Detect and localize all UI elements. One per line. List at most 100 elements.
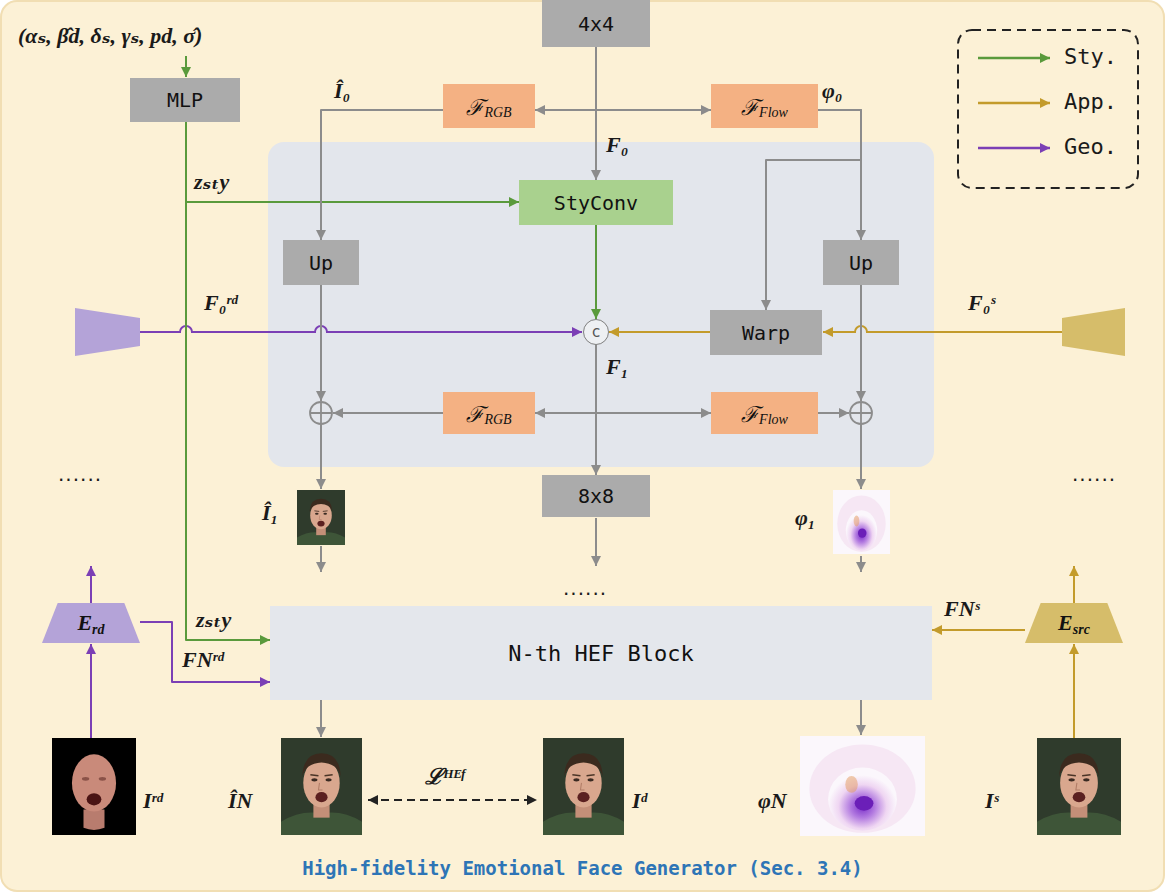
warp-box: Warp — [710, 310, 822, 355]
node-text: ℱ — [466, 91, 484, 121]
flow-label: φN — [758, 788, 787, 814]
render-image — [52, 738, 136, 835]
feature-label: F₀ˢ — [968, 290, 996, 316]
upsample-box: Up — [823, 240, 899, 285]
concat-circle: c — [583, 319, 609, 345]
node-text: ℱ — [466, 398, 484, 428]
connectors — [140, 47, 1025, 682]
appearance-wire — [823, 326, 1062, 332]
flow-image — [833, 490, 890, 554]
ellipsis: ...... — [1072, 462, 1116, 486]
node-text: N-th HEF Block — [508, 641, 693, 666]
node-text: c — [592, 323, 600, 341]
upsample-box: Up — [283, 240, 359, 285]
resolution-box: 8x8 — [542, 475, 650, 517]
edge-label: F₁ — [606, 354, 628, 380]
face-image — [297, 490, 345, 545]
connector — [186, 122, 270, 640]
encoder-input — [90, 644, 92, 738]
node-text: Warp — [742, 321, 790, 345]
connector — [535, 47, 596, 110]
connector — [595, 225, 597, 319]
encoder-trapezoid: Esrc — [1025, 603, 1123, 643]
node-text: 4x4 — [578, 12, 614, 36]
edge-label: FNʳᵈ — [182, 647, 224, 673]
flow-label: φ₁ — [795, 505, 816, 531]
legend-arrow — [978, 57, 1050, 60]
edge-label: Î₀ — [334, 78, 350, 104]
encoder-symbol — [75, 308, 140, 356]
legend-box — [958, 30, 1138, 188]
flow-head: ℱFlow — [711, 84, 818, 128]
ellipsis: ...... — [58, 462, 102, 486]
connector — [596, 345, 711, 413]
geometry-wire — [140, 326, 582, 332]
image-label: Iʳᵈ — [143, 788, 163, 814]
ellipsis: ...... — [563, 576, 607, 600]
node-text: E — [1058, 610, 1073, 636]
add-symbol — [850, 402, 872, 424]
image-label: Iᵈ — [632, 788, 647, 814]
legend-text: App. — [1064, 89, 1117, 114]
connector — [932, 629, 1025, 631]
encoder-trapezoid: Erd — [42, 603, 140, 643]
image-label: ÎN — [228, 788, 252, 814]
edge-label: F₀ — [606, 132, 628, 158]
encoder-symbol — [1062, 308, 1125, 356]
node-text: ℱ — [741, 91, 759, 121]
connector — [186, 122, 519, 202]
connector — [818, 110, 861, 240]
flow-head: ℱFlow — [711, 392, 818, 434]
node-text: 8x8 — [578, 484, 614, 508]
encoder-output — [90, 566, 92, 603]
add-symbol — [310, 402, 332, 424]
rgb-head: ℱRGB — [443, 84, 535, 128]
edge-label: FNˢ — [944, 596, 980, 622]
face-image — [1037, 738, 1121, 835]
input-arrow — [185, 56, 187, 77]
process-box: MLP — [130, 78, 240, 122]
block-panel — [268, 142, 934, 467]
legend-arrow — [978, 147, 1050, 150]
edge-label: zₛₜy — [196, 606, 231, 633]
node-subscript: Flow — [759, 412, 788, 428]
edge-label: zₛₜy — [194, 168, 229, 195]
rgb-head: ℱRGB — [443, 392, 535, 434]
input-parameters: (αₛ, β̂d, δₛ, γₛ, pd, σ̂) — [18, 22, 202, 49]
resolution-box: 4x4 — [542, 0, 650, 47]
face-image — [281, 738, 362, 835]
connector — [321, 110, 443, 240]
encoder-input — [1073, 644, 1075, 738]
block-box: N-th HEF Block — [270, 606, 932, 700]
node-subscript: RGB — [484, 412, 511, 428]
legend-arrow — [978, 102, 1050, 105]
node-text: MLP — [167, 88, 203, 112]
add-symbol — [310, 402, 332, 424]
node-text: E — [77, 610, 92, 636]
node-subscript: RGB — [484, 105, 511, 121]
flow-image — [800, 736, 925, 836]
node-subscript: rd — [92, 622, 104, 638]
feature-label: F₀ʳᵈ — [204, 290, 238, 316]
node-text: ℱ — [741, 398, 759, 428]
node-text: Up — [849, 251, 873, 275]
node-text: Up — [309, 251, 333, 275]
legend-text: Sty. — [1064, 44, 1117, 69]
image-label: Î₁ — [262, 500, 278, 526]
style-conv-box: StyConv — [519, 180, 673, 225]
connector — [535, 345, 596, 413]
loss-label: ℒᴴᴱᶠ — [425, 760, 465, 790]
node-text: StyConv — [554, 191, 638, 215]
encoder-output — [1073, 566, 1075, 603]
connector — [596, 47, 711, 110]
connector — [609, 331, 710, 333]
image-label: Iˢ — [985, 788, 999, 814]
node-subscript: src — [1073, 622, 1090, 638]
legend-text: Geo. — [1064, 134, 1117, 159]
add-symbol — [850, 402, 872, 424]
face-image — [543, 738, 624, 835]
edge-label: φ₀ — [822, 78, 843, 104]
